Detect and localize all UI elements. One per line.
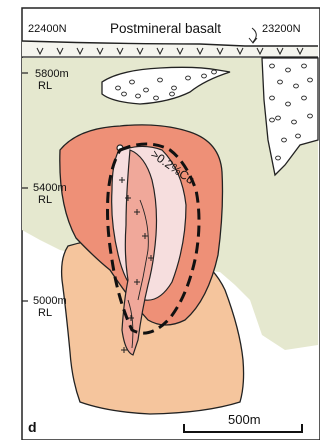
svg-text:5000m: 5000m [33, 295, 67, 307]
scale-bar-label: 500m [228, 412, 261, 427]
svg-text:RL: RL [38, 80, 52, 92]
left-coordinate-label: 22400N [28, 23, 67, 35]
svg-text:5800m: 5800m [35, 68, 69, 80]
panel-label: d [28, 419, 37, 435]
svg-text:5400m: 5400m [33, 182, 67, 194]
svg-text:RL: RL [38, 194, 52, 206]
svg-text:RL: RL [38, 307, 52, 319]
basalt-unit-label: Postmineral basalt [110, 21, 221, 36]
right-coordinate-label: 23200N [262, 23, 301, 35]
